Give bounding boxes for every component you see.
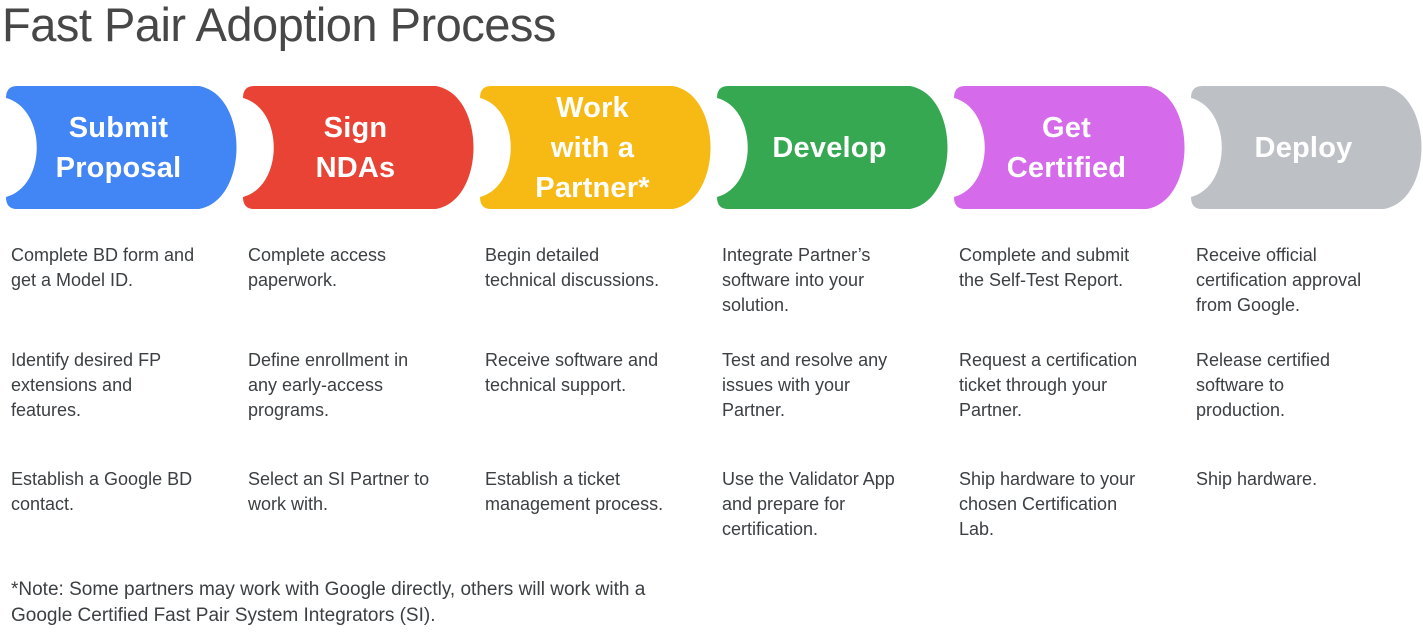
stage-step-text: Complete BD form and get a Model ID. <box>11 245 195 290</box>
stage-step-text: Receive official certification approval … <box>1196 245 1362 315</box>
stage-step-text: Use the Validator App and prepare for ce… <box>722 469 895 539</box>
stage-banner: Develop <box>711 86 948 209</box>
stage-shape-path <box>954 86 1185 209</box>
stage-step-text: Ship hardware. <box>1196 469 1318 489</box>
stage-shape <box>717 86 948 209</box>
stage-shape-path <box>243 86 474 209</box>
stage-shape-path <box>480 86 711 209</box>
stage-label: Develop <box>772 131 887 164</box>
stage-shape <box>1191 86 1422 209</box>
stage-step-text: Complete access paperwork. <box>248 245 387 290</box>
stage-step-text: Identify desired FP extensions and featu… <box>11 350 162 420</box>
stage-shape <box>6 86 237 209</box>
process-stages-row: Submit Proposal Complete BD form and get… <box>0 86 1422 632</box>
stage-shape-path <box>1191 86 1422 209</box>
stage-column-sign-ndas: Sign NDAs Complete access paperwork. Def… <box>237 86 474 632</box>
stage-step-text: Establish a Google BD contact. <box>11 469 193 514</box>
stage-column-deploy: Deploy Receive official certification ap… <box>1185 86 1422 632</box>
stage-shape-path <box>717 86 948 209</box>
stage-banner: Submit Proposal <box>0 86 237 209</box>
stage-shape <box>954 86 1185 209</box>
stage-shape-path <box>6 86 237 209</box>
stage-column-work-with-partner: Work with a Partner* Begin detailed tech… <box>474 86 711 632</box>
stage-step-text: Ship hardware to your chosen Certificati… <box>959 469 1136 539</box>
stage-step-text: Test and resolve any issues with your Pa… <box>722 350 888 420</box>
stage-shape <box>243 86 474 209</box>
stage-column-get-certified: Get Certified Complete and submit the Se… <box>948 86 1185 632</box>
stage-step-text: Establish a ticket management process. <box>485 469 664 514</box>
stage-step-text: Release certified software to production… <box>1196 350 1331 420</box>
stage-step-text: Complete and submit the Self-Test Report… <box>959 245 1130 290</box>
stage-step-text: Integrate Partner’s software into your s… <box>722 245 871 315</box>
stage-label: Sign NDAs <box>315 111 396 184</box>
stage-banner: Deploy <box>1185 86 1422 209</box>
stage-label: Submit Proposal <box>55 111 182 184</box>
stage-step-text: Receive software and technical support. <box>485 350 659 395</box>
stage-label: Get Certified <box>1006 111 1127 184</box>
stage-column-develop: Develop Integrate Partner’s software int… <box>711 86 948 632</box>
stage-step-text: Request a certification ticket through y… <box>959 350 1138 420</box>
stage-column-submit-proposal: Submit Proposal Complete BD form and get… <box>0 86 237 632</box>
stage-label: Work with a Partner* <box>535 91 650 204</box>
stage-label: Deploy <box>1254 131 1353 164</box>
stage-banner: Work with a Partner* <box>474 86 711 209</box>
footnote: *Note: Some partners may work with Googl… <box>11 579 646 626</box>
stage-shape <box>480 86 711 209</box>
stage-banner: Get Certified <box>948 86 1185 209</box>
stage-step-text: Begin detailed technical discussions. <box>485 245 660 290</box>
stage-banner: Sign NDAs <box>237 86 474 209</box>
stage-step-text: Define enrollment in any early-access pr… <box>248 350 409 420</box>
page-title: Fast Pair Adoption Process <box>2 0 556 51</box>
stage-step-text: Select an SI Partner to work with. <box>248 469 430 514</box>
